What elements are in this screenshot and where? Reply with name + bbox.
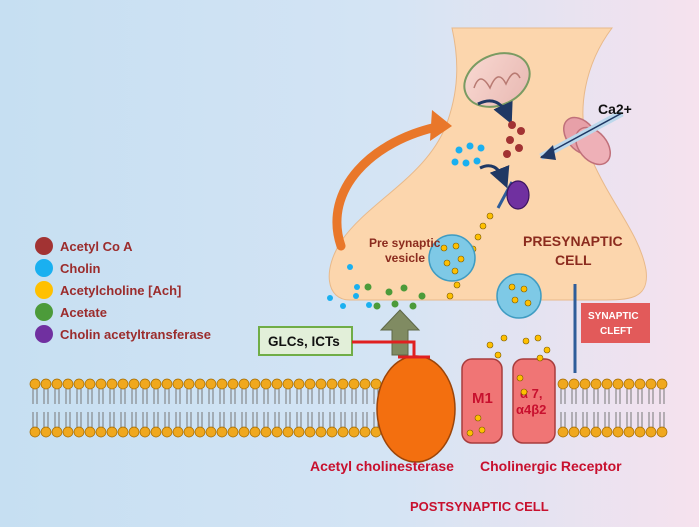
acetylcoa-flow-arrow xyxy=(477,99,513,125)
postsynaptic-cell-label: POSTSYNAPTIC CELL xyxy=(410,499,549,514)
inhibitor-box xyxy=(258,326,353,356)
legend-swatch xyxy=(35,303,53,321)
inhibitor-label: GLCs, ICTs xyxy=(268,334,340,349)
alpha-receptor-label-line2: α4β2 xyxy=(516,402,546,417)
acetyl-coa-molecules xyxy=(503,121,525,158)
acetyl-cholinesterase-label: Acetyl cholinesterase xyxy=(310,458,454,474)
acetyl-cholinesterase-enzyme xyxy=(376,355,456,463)
legend-item: Acetate xyxy=(35,303,107,321)
calcium-channel xyxy=(539,109,624,166)
inhibition-line xyxy=(352,340,416,356)
presynaptic-cell-label-line1: PRESYNAPTIC xyxy=(523,233,623,249)
hydrolysis-arrow xyxy=(379,309,421,356)
legend-label: Acetylcholine [Ach] xyxy=(60,283,181,298)
postsynaptic-membrane xyxy=(29,378,668,438)
legend-item: Acetylcholine [Ach] xyxy=(35,281,181,299)
choline-reuptake-arrowhead xyxy=(430,110,452,141)
legend-swatch xyxy=(35,237,53,255)
released-acetate xyxy=(364,283,426,310)
legend-item: Cholin xyxy=(35,259,100,277)
m1-receptor: M1 xyxy=(461,358,503,444)
synaptic-cleft-label-line1: SYNAPTIC xyxy=(588,311,639,322)
pre-synaptic-vesicle-label-line2: vesicle xyxy=(385,251,425,265)
choline-reuptake-arrow xyxy=(332,121,446,251)
acetylcholine-cleft xyxy=(466,334,551,437)
legend-item: Acetyl Co A xyxy=(35,237,133,255)
pre-synaptic-vesicle xyxy=(428,234,476,282)
legend-item: Cholin acetyltransferase xyxy=(35,325,211,343)
calcium-label: Ca2+ xyxy=(598,101,632,117)
cholin-molecules xyxy=(451,142,485,167)
legend-label: Acetate xyxy=(60,305,107,320)
docked-vesicle xyxy=(496,273,542,319)
legend-swatch xyxy=(35,259,53,277)
cholinergic-receptor-label: Cholinergic Receptor xyxy=(480,458,622,474)
legend-swatch xyxy=(35,281,53,299)
released-cholin xyxy=(327,264,372,309)
legend-label: Acetyl Co A xyxy=(60,239,133,254)
mitochondrion xyxy=(463,52,531,108)
m1-receptor-label: M1 xyxy=(472,390,493,407)
legend-label: Cholin acetyltransferase xyxy=(60,327,211,342)
legend-label: Cholin xyxy=(60,261,100,276)
pre-synaptic-vesicle-label-line1: Pre synaptic xyxy=(369,236,441,250)
nicotinic-receptor: α 7, α4β2 xyxy=(512,358,556,444)
choline-acetyltransferase xyxy=(506,180,530,210)
cholin-flow-arrow xyxy=(479,164,510,189)
legend-swatch xyxy=(35,325,53,343)
synaptic-cleft-box xyxy=(581,303,650,343)
synaptic-cleft-label-line2: CLEFT xyxy=(600,326,632,337)
presynaptic-cell-label-line2: CELL xyxy=(555,252,592,268)
